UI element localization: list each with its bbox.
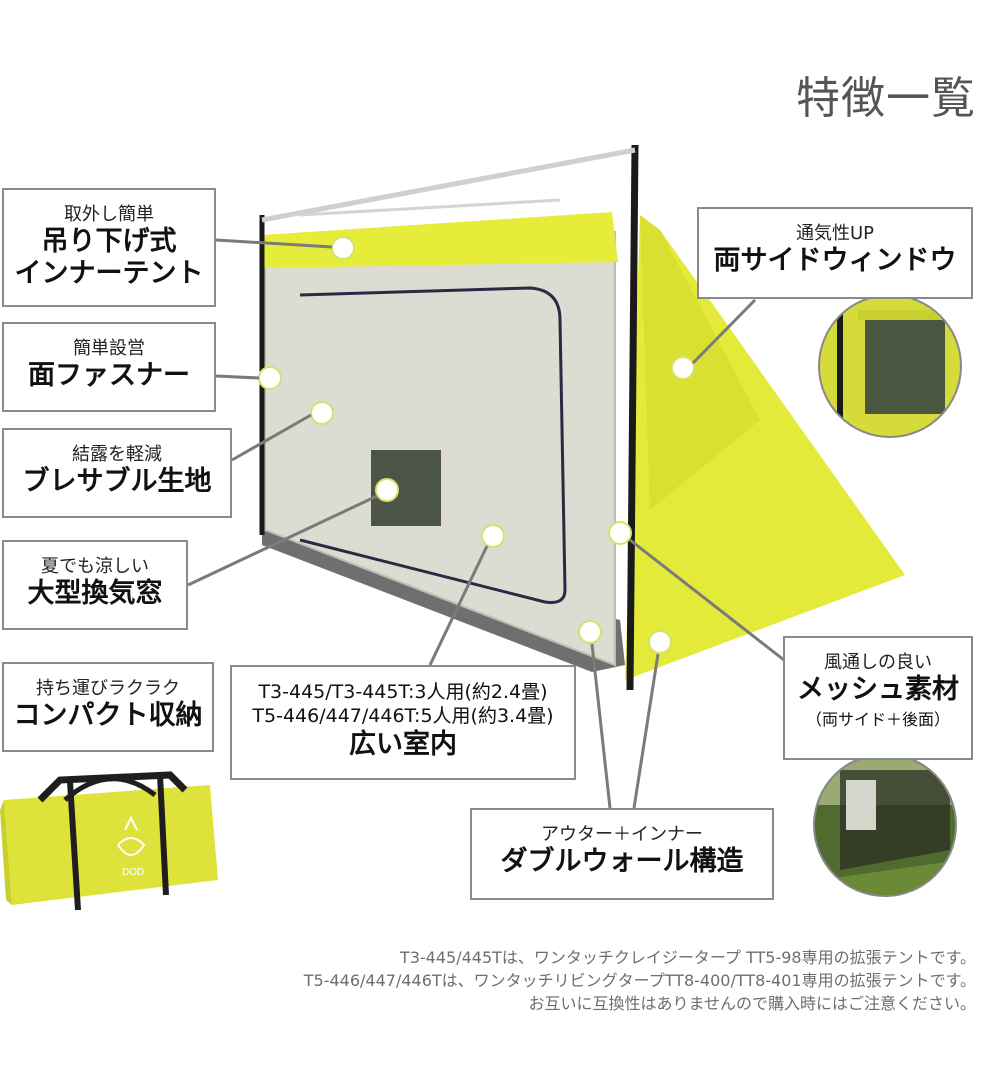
label-sub: 風通しの良い: [824, 652, 932, 673]
roof-flap: [262, 212, 618, 268]
label-sub: 通気性UP: [795, 223, 875, 244]
label-main: 吊り下げ式: [41, 226, 177, 257]
frame-truss: [299, 198, 561, 217]
footer-line: T5-446/447/446Tは、ワンタッチリビングタープTT8-400/TT8…: [303, 971, 976, 991]
side-window-inset: [820, 296, 960, 436]
label-sub: 取外し簡単: [64, 204, 154, 225]
outer-tent-shade: [640, 215, 760, 510]
leader-lines: [187, 238, 785, 809]
label-inner-tent: 取外し簡単 吊り下げ式 インナーテント: [2, 188, 216, 307]
label-main: メッシュ素材: [797, 674, 959, 705]
label-sub: 夏でも涼しい: [41, 556, 149, 577]
frame-pole: [626, 144, 639, 691]
label-double-wall: アウター＋インナー ダブルウォール構造: [470, 808, 774, 900]
label-main: 大型換気窓: [27, 578, 163, 609]
footer-notes: T3-445/445Tは、ワンタッチクレイジータープ TT5-98専用の拡張テン…: [304, 946, 976, 1016]
label-main: ダブルウォール構造: [500, 846, 744, 877]
mesh-inset: [815, 755, 955, 895]
label-sub: アウター＋インナー: [541, 824, 703, 845]
label-compact: 持ち運びラクラク コンパクト収納: [2, 662, 214, 752]
label-main: 広い室内: [349, 728, 457, 760]
storage-bag: [0, 771, 218, 911]
footer-line: T3-445/445Tは、ワンタッチクレイジータープ TT5-98専用の拡張テン…: [399, 948, 976, 967]
label-window: 夏でも涼しい 大型換気窓: [2, 540, 188, 630]
label-spec: T3-445/T3-445T:3人用(約2.4畳): [258, 681, 548, 703]
label-main: コンパクト収納: [13, 700, 203, 731]
label-main: ブレサブル生地: [22, 466, 212, 497]
label-sub: 簡単設営: [73, 338, 145, 359]
label-room: T3-445/T3-445T:3人用(約2.4畳) T5-446/447/446…: [230, 665, 576, 780]
zipper-door: [299, 286, 567, 604]
ground-skirt: [262, 530, 625, 672]
label-spec: T5-446/447/446T:5人用(約3.4畳): [252, 704, 554, 727]
label-main: インナーテント: [14, 258, 204, 290]
label-zipper: 簡単設営 面ファスナー: [2, 322, 216, 412]
page-title: 特徴一覧: [796, 73, 976, 124]
label-mesh: 風通しの良い メッシュ素材 （両サイド＋後面）: [783, 636, 973, 760]
footer-line: お互いに互換性はありませんので購入時にはご注意ください。: [528, 994, 976, 1014]
bag-logo: DOD: [122, 867, 144, 878]
label-sub: 持ち運びラクラク: [36, 678, 180, 699]
label-main: 両サイドウィンドウ: [713, 245, 957, 276]
callout-dots: [258, 236, 695, 654]
label-note: （両サイド＋後面）: [805, 710, 950, 730]
label-sub: 結露を軽減: [72, 444, 162, 465]
frame-truss: [261, 147, 636, 223]
label-breathable: 結露を軽減 ブレサブル生地: [2, 428, 232, 518]
label-side-window: 通気性UP 両サイドウィンドウ: [697, 207, 973, 299]
label-main: 面ファスナー: [28, 360, 190, 391]
